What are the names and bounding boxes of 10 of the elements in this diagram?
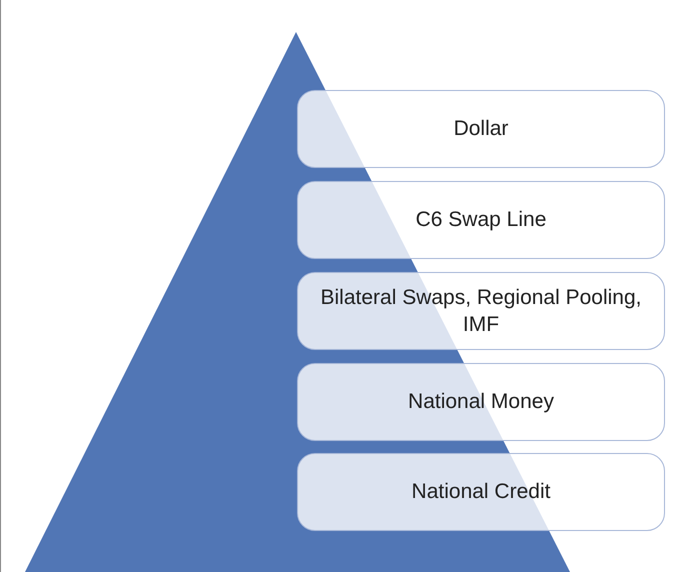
tier-label: National Money xyxy=(407,389,555,416)
tier-box xyxy=(297,272,665,350)
tier-box xyxy=(297,453,665,531)
tier-box xyxy=(297,363,665,441)
tier-label: C6 Swap Line xyxy=(414,207,548,234)
tier-box xyxy=(297,90,665,168)
tier-box xyxy=(297,181,665,259)
tier-label: Dollar xyxy=(452,116,510,142)
tier-label: Bilateral Swaps, Regional Pooling, IMF xyxy=(319,284,643,338)
tier-label: National Credit xyxy=(410,479,552,506)
